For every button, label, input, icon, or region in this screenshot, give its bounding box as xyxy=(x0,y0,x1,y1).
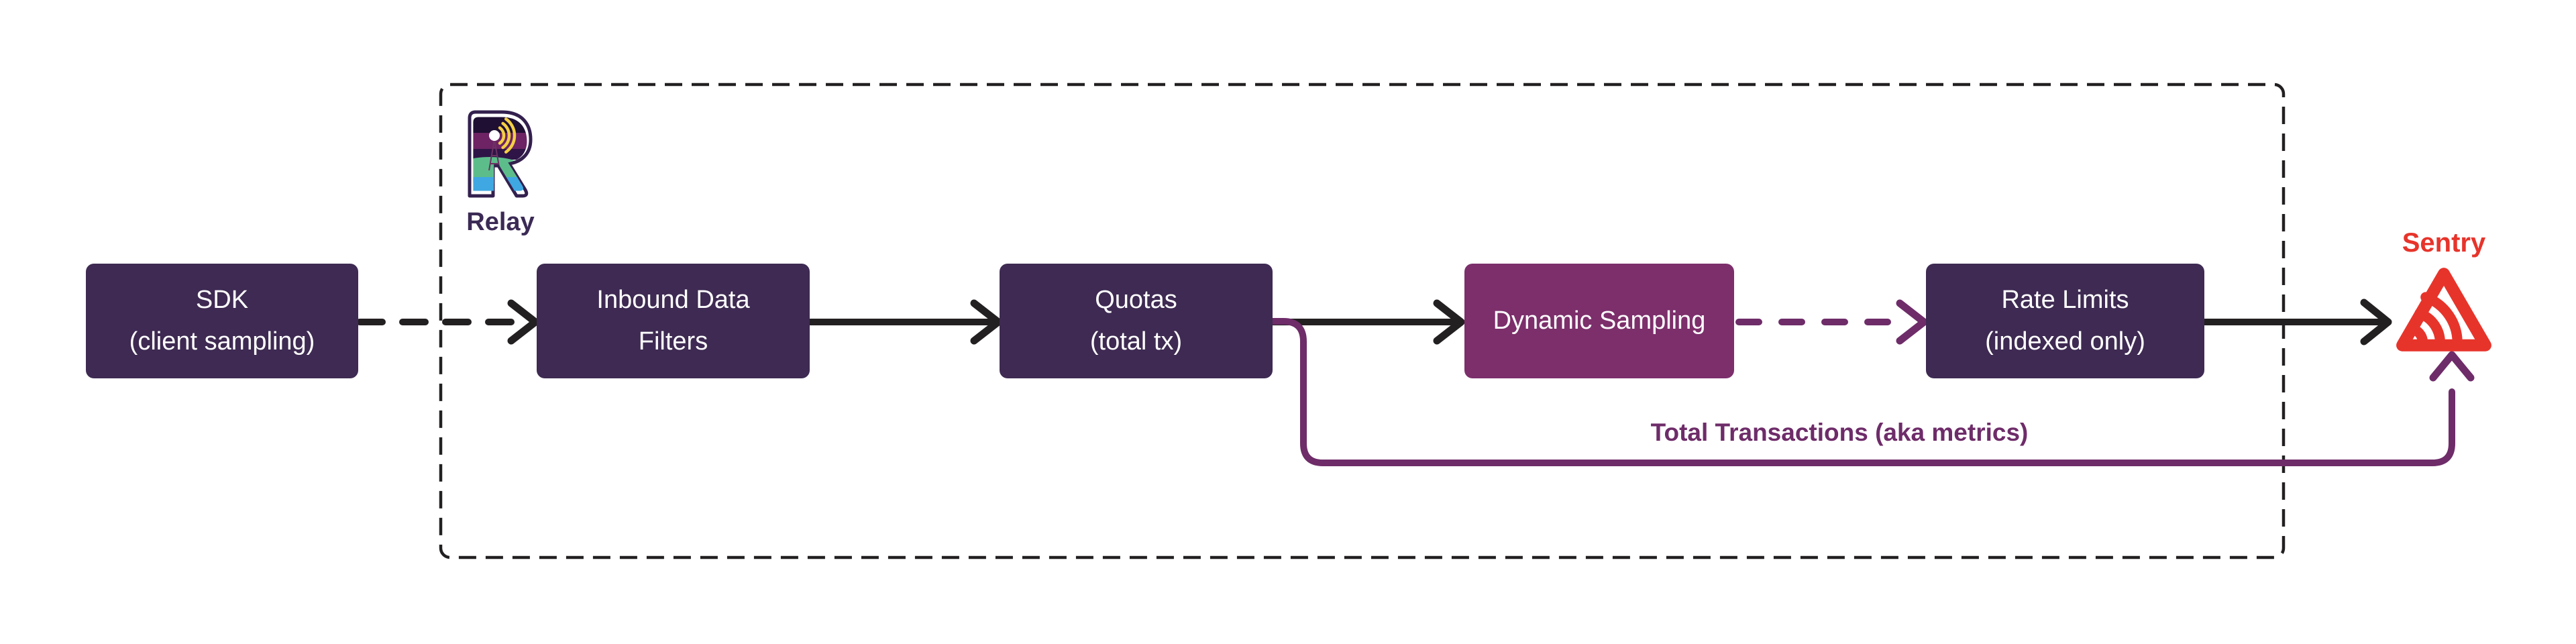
sentry-label: Sentry xyxy=(2402,228,2486,258)
node-dynamic-line1: Dynamic Sampling xyxy=(1493,306,1706,335)
node-quotas-line1: Quotas xyxy=(1095,285,1177,314)
node-sdk: SDK (client sampling) xyxy=(86,264,358,378)
total-transactions-edge-label: Total Transactions (aka metrics) xyxy=(1650,419,2029,446)
node-sdk-line2: (client sampling) xyxy=(129,327,315,356)
edge-total-transactions xyxy=(1269,318,2475,466)
node-inbound-line2: Filters xyxy=(638,327,708,356)
arrow-quotas-to-dynamic-sampling xyxy=(1269,299,1465,345)
node-inbound-data-filters: Inbound Data Filters xyxy=(537,264,810,378)
node-rate-limits: Rate Limits (indexed only) xyxy=(1926,264,2204,378)
relay-logo-icon xyxy=(468,110,533,198)
node-rate-line2: (indexed only) xyxy=(1985,327,2145,356)
arrow-sdk-to-inbound xyxy=(356,299,539,345)
node-inbound-line1: Inbound Data xyxy=(596,285,750,314)
node-quotas-line2: (total tx) xyxy=(1089,327,1183,356)
arrow-rate-limits-to-sentry xyxy=(2201,299,2392,345)
relay-label: Relay xyxy=(466,208,535,236)
node-rate-line1: Rate Limits xyxy=(2001,285,2129,314)
node-dynamic-sampling: Dynamic Sampling xyxy=(1464,264,1734,378)
arrow-dynamic-sampling-to-rate-limits xyxy=(1735,299,1928,345)
node-sdk-line1: SDK xyxy=(195,285,249,314)
arrow-inbound-to-quotas xyxy=(806,299,1002,345)
sentry-logo-icon xyxy=(2396,268,2491,352)
node-quotas: Quotas (total tx) xyxy=(1000,264,1273,378)
